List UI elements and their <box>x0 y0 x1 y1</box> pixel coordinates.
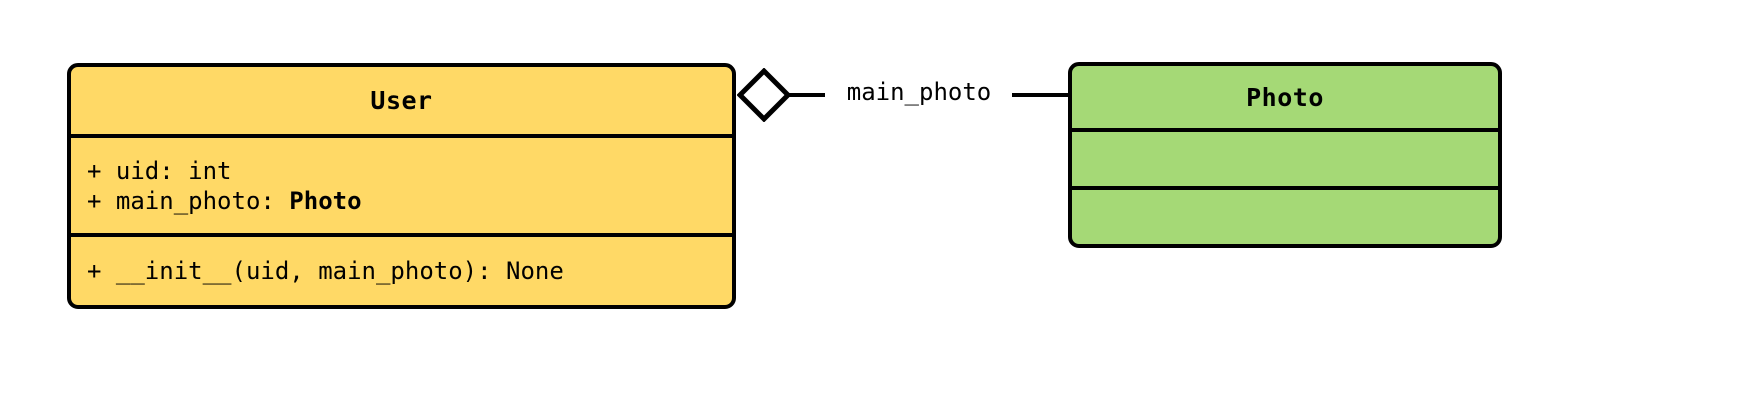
methods-compartment-user: + __init__(uid, main_photo): None <box>71 233 732 305</box>
aggregation-diamond-icon <box>737 68 791 122</box>
attribute-text: + uid: int <box>87 156 232 185</box>
attribute-type-ref: Photo <box>289 186 362 215</box>
attributes-compartment-photo <box>1072 128 1498 186</box>
association-label: main_photo <box>846 78 992 106</box>
methods-compartment-photo <box>1072 186 1498 244</box>
association-line-right <box>1012 93 1070 97</box>
uml-class-photo[interactable]: Photo <box>1068 62 1502 248</box>
attribute-row: + main_photo: Photo <box>87 186 732 216</box>
class-name-user: User <box>370 86 433 115</box>
attribute-row: + uid: int <box>87 156 732 186</box>
class-name-photo: Photo <box>1246 82 1324 112</box>
uml-class-user[interactable]: User + uid: int + main_photo: Photo + __… <box>67 63 736 309</box>
association-line-left <box>789 93 825 97</box>
attribute-prefix: + main_photo: <box>87 186 290 215</box>
attributes-compartment-user: + uid: int + main_photo: Photo <box>71 134 732 233</box>
method-text: + __init__(uid, main_photo): None <box>87 257 564 285</box>
method-row: + __init__(uid, main_photo): None <box>87 256 732 286</box>
